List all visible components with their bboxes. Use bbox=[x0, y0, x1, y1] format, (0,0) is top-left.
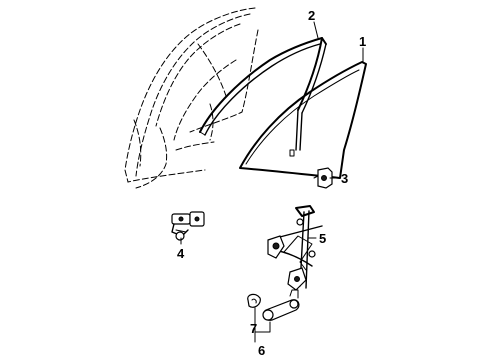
door-check bbox=[171, 211, 205, 241]
glass-clip bbox=[313, 167, 333, 189]
leader-2 bbox=[313, 21, 319, 39]
window-run-channel bbox=[199, 37, 327, 151]
callout-1: 1 bbox=[359, 34, 366, 49]
callout-2: 2 bbox=[308, 8, 315, 23]
window-regulator bbox=[267, 205, 323, 291]
window-crank-handle bbox=[262, 289, 300, 321]
callout-7: 7 bbox=[250, 321, 257, 336]
door-glass bbox=[239, 61, 367, 179]
leader-7 bbox=[254, 321, 271, 333]
callout-4: 4 bbox=[177, 246, 185, 261]
callout-3: 3 bbox=[341, 171, 348, 186]
leader-lines bbox=[180, 21, 364, 343]
door-shell-outline bbox=[124, 7, 259, 189]
callout-6: 6 bbox=[258, 343, 265, 358]
callout-5: 5 bbox=[319, 231, 326, 246]
handle-escutcheon bbox=[247, 293, 261, 308]
